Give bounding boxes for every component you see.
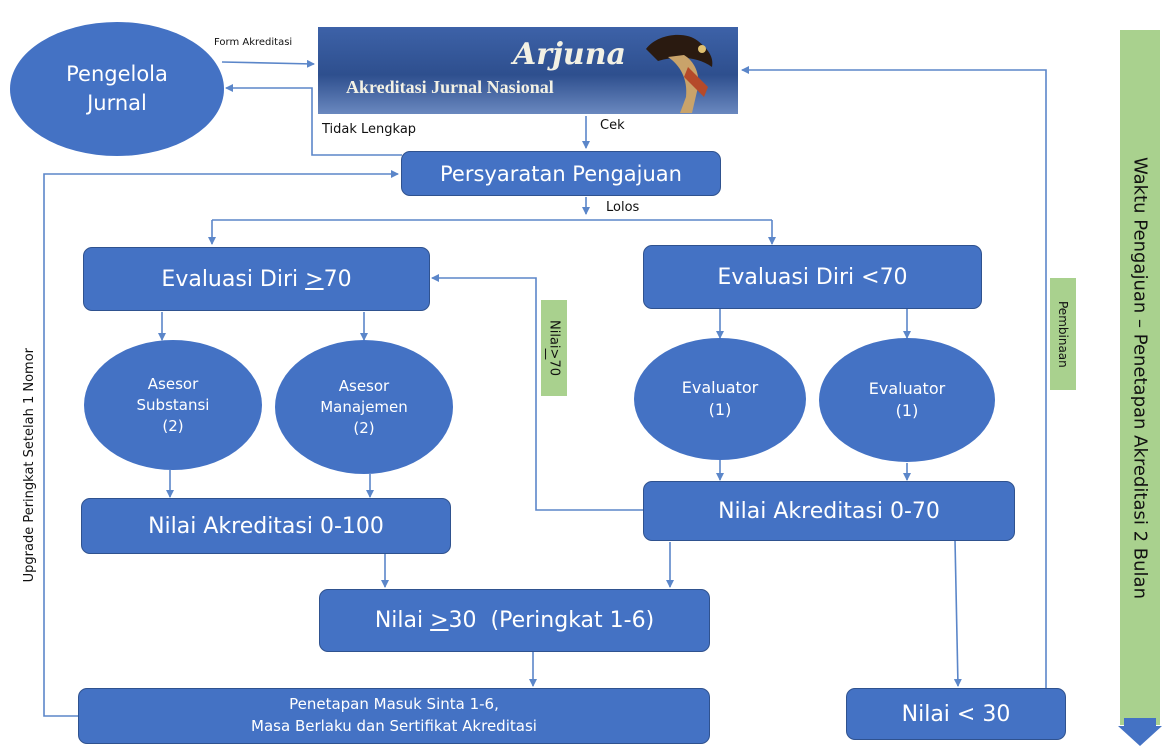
evaluasi-high-value: 70 [323, 266, 352, 292]
evaluasi-diri-low-label: Evaluasi Diri <70 [717, 264, 908, 290]
edge-form-akreditasi [221, 59, 315, 68]
arjuna-subtitle: Akreditasi Jurnal Nasional [346, 77, 554, 97]
nilai-ge30-symbol: > [430, 608, 449, 633]
evaluator-label-1: Evaluator (1) [681, 377, 759, 419]
asesor-manajemen-label: Asesor Manajemen (2) [320, 376, 408, 437]
evaluator-node-1: Evaluator (1) [634, 338, 806, 460]
nilai-ge30-value: 30 (Peringkat 1-6) [448, 608, 655, 633]
persyaratan-pengajuan-node: Persyaratan Pengajuan [401, 151, 721, 196]
evaluasi-high-symbol: > [305, 266, 324, 292]
nilai-ge30-label: Nilai >30 (Peringkat 1-6) [375, 608, 654, 633]
tidak-lengkap-label: Tidak Lengkap [322, 122, 417, 137]
nilai-akreditasi-100-node: Nilai Akreditasi 0-100 [81, 498, 451, 554]
nilai-lt30-node: Nilai < 30 [846, 688, 1066, 740]
evaluator-label-2: Evaluator (1) [868, 378, 946, 420]
nilai-ge70-symbol: > [546, 348, 562, 360]
lolos-label: Lolos [606, 200, 640, 215]
cek-label: Cek [600, 118, 625, 133]
arjuna-banner: Arjuna Akreditasi Jurnal Nasional [318, 27, 738, 114]
nilai-ge70-value: 70 [546, 359, 562, 376]
evaluasi-high-prefix: Evaluasi Diri [161, 266, 306, 292]
asesor-manajemen-node: Asesor Manajemen (2) [275, 340, 453, 474]
evaluasi-diri-low-node: Evaluasi Diri <70 [643, 245, 982, 309]
pengelola-jurnal-node: Pengelola Jurnal [10, 22, 224, 156]
nilai-ge70-side-label: Nilai>70 [541, 300, 567, 396]
edge-tidak-lengkap [225, 84, 402, 156]
nilai-ge30-node: Nilai >30 (Peringkat 1-6) [319, 589, 710, 652]
timeline-bar: Waktu Pengajuan – Penetapan Akreditasi 2… [1120, 30, 1160, 725]
nilai-akreditasi-100-label: Nilai Akreditasi 0-100 [148, 513, 384, 539]
nilai-akreditasi-70-node: Nilai Akreditasi 0-70 [643, 481, 1015, 541]
nilai-ge70-text: Nilai>70 [547, 320, 562, 376]
pembinaan-text: Pembinaan [1056, 300, 1070, 368]
persyaratan-pengajuan-label: Persyaratan Pengajuan [440, 161, 682, 186]
arjuna-title: Arjuna [513, 37, 626, 72]
evaluasi-diri-high-node: Evaluasi Diri >70 [83, 247, 430, 311]
evaluasi-diri-high-label: Evaluasi Diri >70 [161, 267, 351, 292]
edge-nilai-ge70 [431, 274, 644, 511]
nilai-akreditasi-70-label: Nilai Akreditasi 0-70 [718, 498, 940, 524]
wayang-puppet-icon [646, 34, 713, 113]
nilai-ge30-prefix: Nilai [374, 608, 431, 633]
penetapan-node: Penetapan Masuk Sinta 1-6, Masa Berlaku … [78, 688, 710, 744]
asesor-substansi-node: Asesor Substansi (2) [84, 340, 262, 470]
upgrade-label: Upgrade Peringkat Setelah 1 Nomor [21, 347, 37, 583]
evaluator-node-2: Evaluator (1) [819, 338, 995, 462]
timeline-arrow-icon [1118, 718, 1162, 746]
pengelola-jurnal-label: Pengelola Jurnal [66, 61, 168, 115]
nilai-ge70-prefix: Nilai [546, 320, 562, 349]
edge-pembinaan [741, 66, 1047, 688]
penetapan-label: Penetapan Masuk Sinta 1-6, Masa Berlaku … [251, 695, 537, 735]
form-akreditasi-label: Form Akreditasi [214, 37, 293, 48]
edge-upgrade [43, 170, 399, 717]
upgrade-label-wrap: Upgrade Peringkat Setelah 1 Nomor [16, 320, 42, 610]
timeline-label: Waktu Pengajuan – Penetapan Akreditasi 2… [1129, 156, 1151, 599]
nilai-lt30-label: Nilai < 30 [901, 701, 1011, 727]
pembinaan-side-label: Pembinaan [1050, 278, 1076, 390]
asesor-substansi-label: Asesor Substansi (2) [136, 374, 210, 435]
